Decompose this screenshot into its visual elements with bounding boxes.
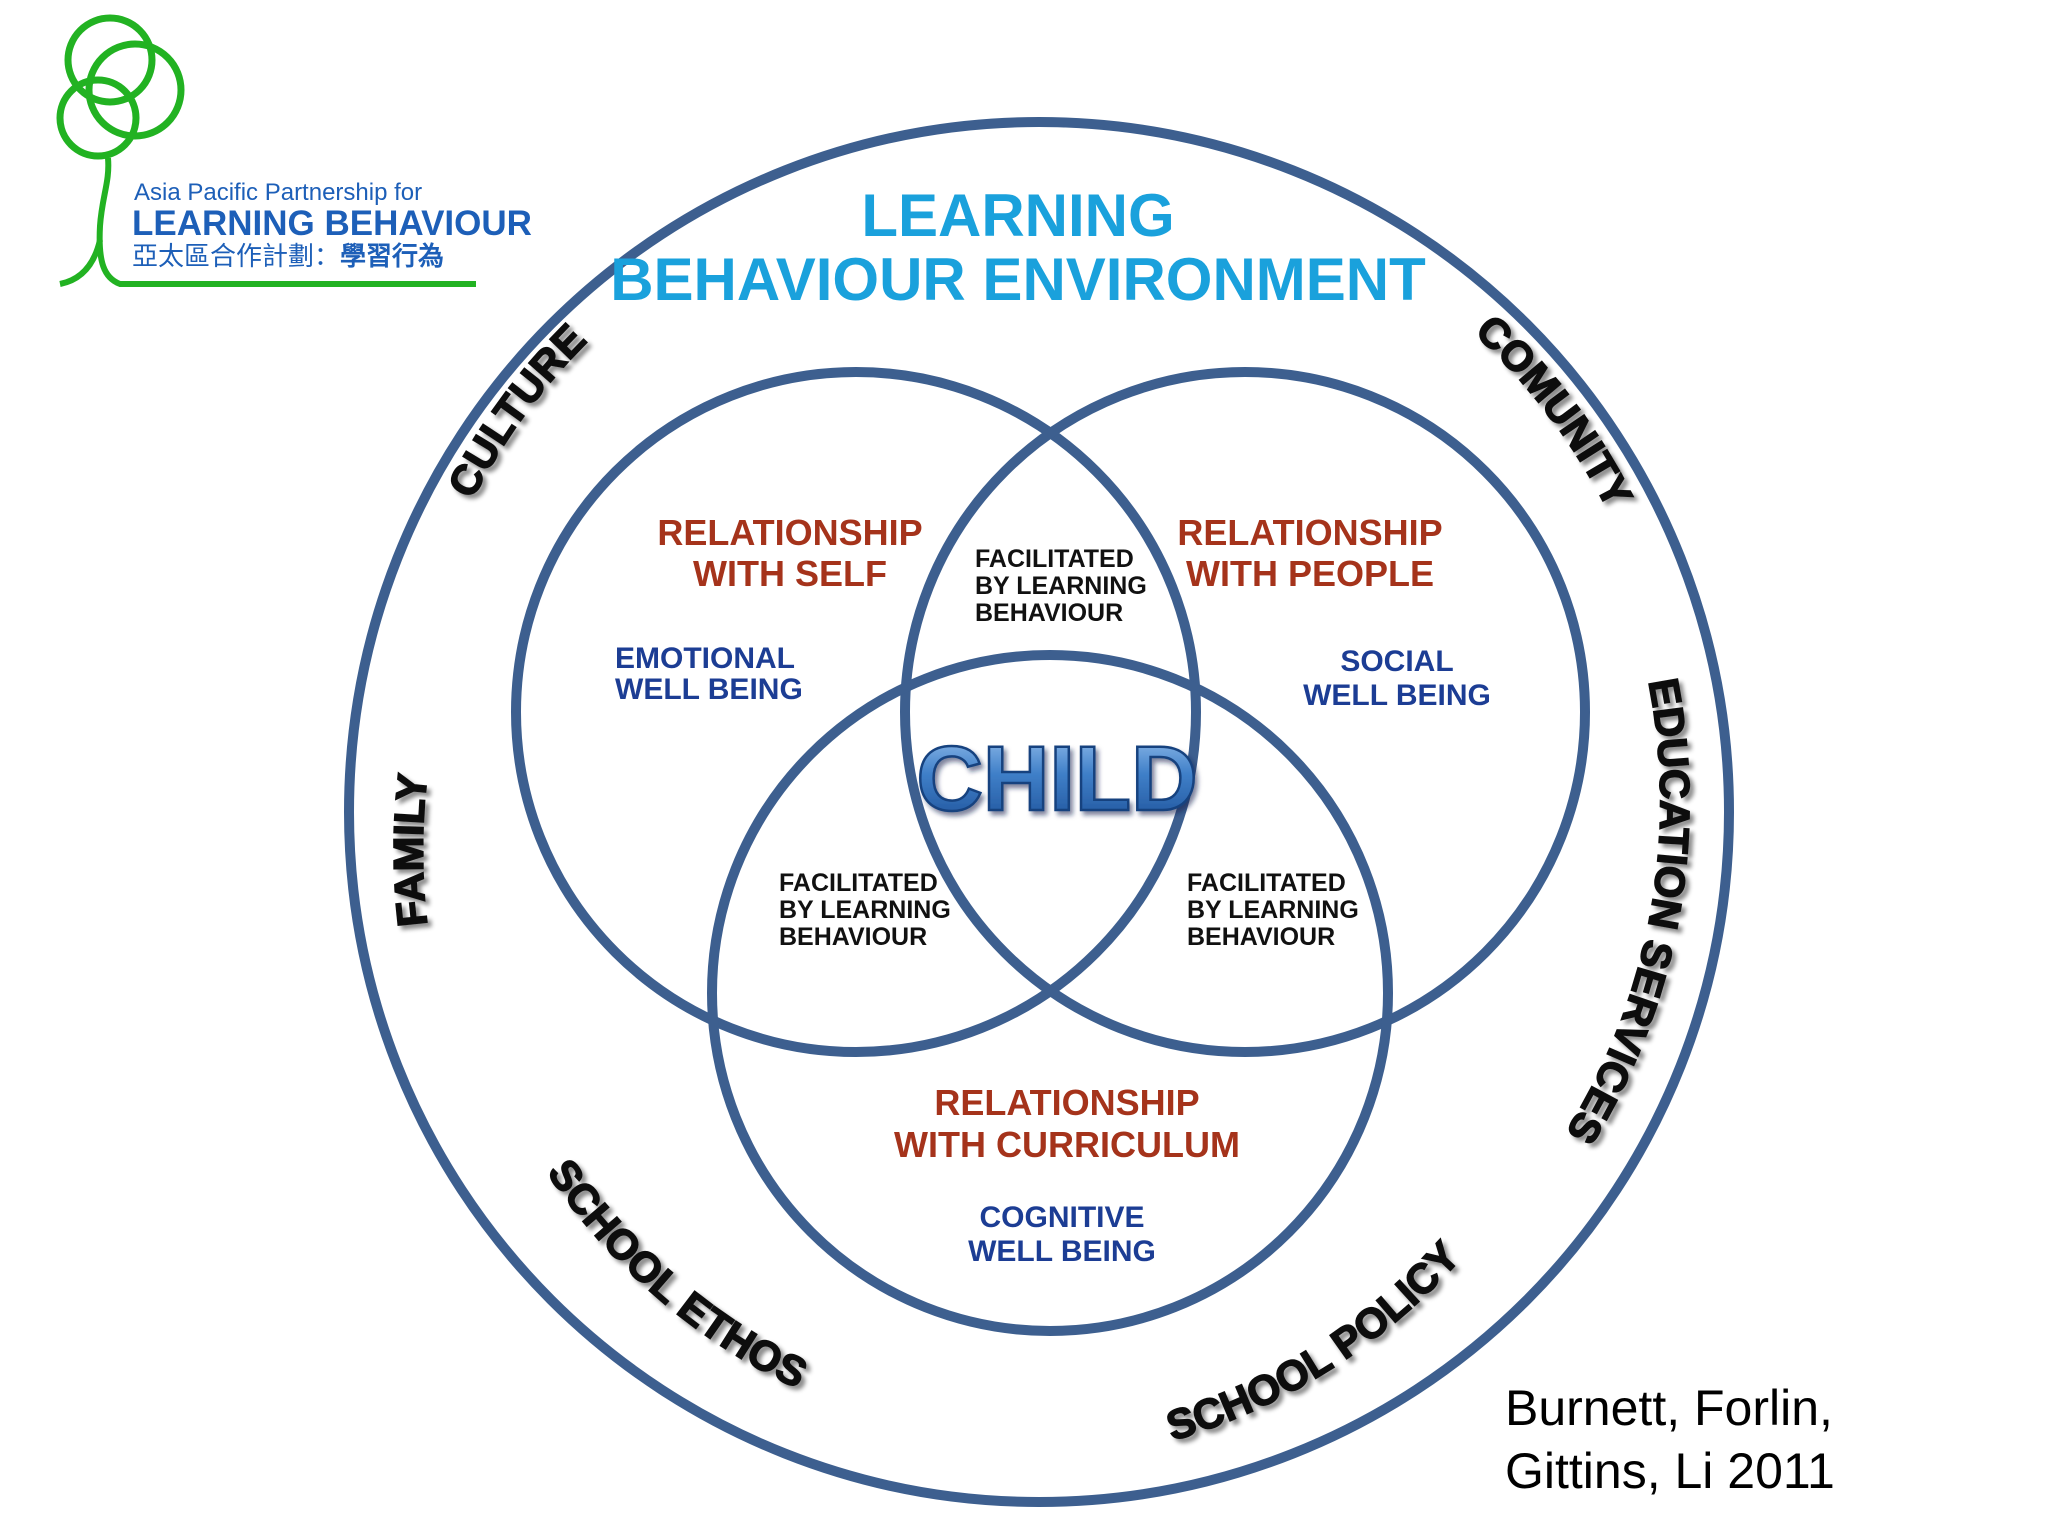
- cognitive-wellbeing-line2: WELL BEING: [968, 1235, 1156, 1268]
- relationship-people-title-line1: RELATIONSHIP: [1177, 512, 1442, 553]
- environment-title-line1: LEARNING: [861, 182, 1174, 249]
- citation-line1: Burnett, Forlin,: [1505, 1380, 1833, 1436]
- facilitated-left-line1: FACILITATED: [779, 869, 938, 897]
- logo-text-line3-regular: 亞太區合作計劃：: [132, 242, 340, 272]
- facilitated-top-line3: BEHAVIOUR: [975, 599, 1123, 627]
- curriculum-circle: [707, 650, 1393, 1336]
- facilitated-left-line2: BY LEARNING: [779, 896, 951, 924]
- relationship-curriculum-title-line1: RELATIONSHIP: [934, 1082, 1199, 1123]
- facilitated-right-line1: FACILITATED: [1187, 869, 1346, 897]
- people-circle: [900, 367, 1590, 1057]
- logo-text-line2: LEARNING BEHAVIOUR: [132, 204, 532, 243]
- family-label: FAMILY: [385, 771, 436, 929]
- culture-label: CULTURE: [439, 315, 595, 505]
- relationship-self-title-line2: WITH SELF: [693, 553, 887, 594]
- citation-line2: Gittins, Li 2011: [1505, 1443, 1835, 1499]
- self-circle: [511, 367, 1201, 1057]
- emotional-wellbeing-line2: WELL BEING: [615, 673, 803, 706]
- environment-title-line2: BEHAVIOUR ENVIRONMENT: [610, 246, 1426, 313]
- logo-text-line1: Asia Pacific Partnership for: [134, 179, 422, 206]
- social-wellbeing-line1: SOCIAL: [1340, 645, 1453, 678]
- child-center-label: CHILD: [916, 728, 1197, 830]
- logo-text-line3-bold: 學習行為: [340, 241, 444, 272]
- relationship-people-title-line2: WITH PEOPLE: [1186, 553, 1434, 594]
- relationship-self-title-line1: RELATIONSHIP: [657, 512, 922, 553]
- tree-root-icon: [59, 239, 103, 287]
- school-policy-label: SCHOOL POLICY: [1161, 1232, 1469, 1449]
- facilitated-right-line2: BY LEARNING: [1187, 896, 1359, 924]
- emotional-wellbeing-line1: EMOTIONAL: [615, 642, 795, 675]
- facilitated-top-line1: FACILITATED: [975, 545, 1134, 573]
- asia-pacific-partnership-logo: Asia Pacific Partnership for LEARNING BE…: [56, 14, 532, 287]
- cognitive-wellbeing-line1: COGNITIVE: [979, 1201, 1144, 1234]
- facilitated-right-line3: BEHAVIOUR: [1187, 923, 1335, 951]
- relationship-curriculum-title-line2: WITH CURRICULUM: [894, 1124, 1240, 1165]
- facilitated-top-line2: BY LEARNING: [975, 572, 1147, 600]
- environment-circle: [344, 117, 1734, 1507]
- tree-rings-icon: [56, 14, 185, 160]
- facilitated-left-line3: BEHAVIOUR: [779, 923, 927, 951]
- logo-text-line3: 亞太區合作計劃：學習行為: [132, 241, 444, 272]
- social-wellbeing-line2: WELL BEING: [1303, 679, 1491, 712]
- tree-trunk-icon: [96, 157, 476, 287]
